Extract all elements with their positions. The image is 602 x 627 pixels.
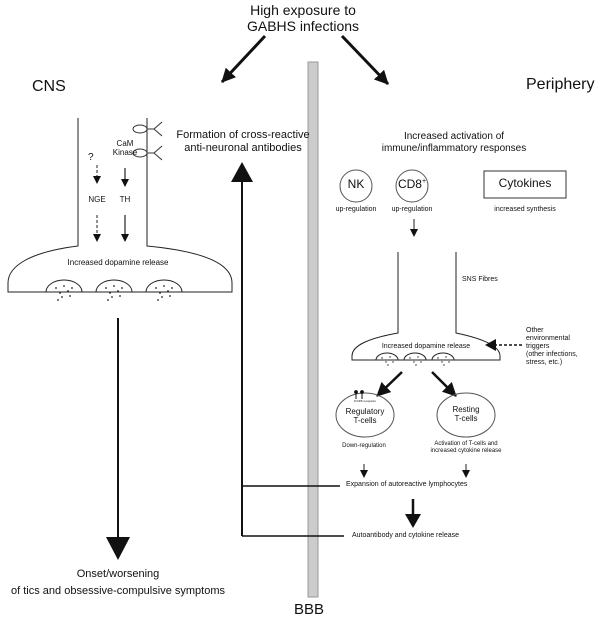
regulatory-label-line-1: Regulatory [345, 407, 385, 416]
cd8-label-text: CD8 [397, 177, 422, 191]
periphery-label: Periphery [526, 76, 595, 93]
receptor-label: D1/D5 receptors [354, 399, 376, 403]
bbb-label: BBB [294, 601, 325, 618]
cd8-label: CD8+ [397, 177, 427, 192]
regulatory-sublabel: Down-regulation [342, 443, 386, 449]
resting-sublabel: Activation of T-cells and increased cyto… [430, 441, 501, 455]
env-triggers-line-4: (other infections, [526, 351, 578, 359]
resting-tcell [436, 392, 496, 438]
cd8-sublabel: up-regulation [391, 206, 433, 213]
cytokines-sublabel: increased synthesis [494, 206, 556, 213]
antibody-formation: Formation of cross-reactive anti-neurona… [176, 129, 309, 154]
arrowhead-cns-outcome [106, 537, 130, 560]
antibody-formation-line-2: anti-neuronal antibodies [184, 141, 302, 154]
top-title: High exposure to GABHS infections [247, 2, 359, 34]
arrow-to-periphery [340, 34, 390, 86]
cd8-cell [395, 169, 429, 203]
resting-label: Resting T-cells [452, 405, 479, 423]
env-triggers: Other environmental triggers (other infe… [526, 327, 578, 367]
antibody-formation-line-1: Formation of cross-reactive [176, 129, 310, 141]
nk-cell [339, 169, 373, 203]
top-title-line-1: High exposure to [250, 2, 356, 18]
env-triggers-line-2: environmental [526, 335, 570, 343]
immune-activation-line-2: immune/inflammatory responses [381, 142, 527, 154]
resting-sublabel-line-2: increased cytokine release [430, 447, 502, 454]
cns-outcome-line-2: of tics and obsessive-compulsive symptom… [11, 585, 225, 598]
th-label: TH [119, 195, 131, 204]
cns-label: CNS [32, 78, 66, 95]
env-triggers-line-1: Other [526, 327, 544, 334]
nge-label: NGE [88, 195, 106, 204]
regulatory-tcell [335, 392, 395, 438]
camk-label-line-1: CaM [116, 139, 134, 148]
immune-activation: Increased activation of immune/inflammat… [382, 131, 527, 154]
nk-label: NK [347, 177, 365, 191]
arrowhead-env-triggers [485, 339, 496, 351]
cns-dopamine-release: Increased dopamine release [67, 258, 169, 267]
camk-label: CaM Kinase [113, 139, 137, 157]
camk-label-line-2: Kinase [112, 148, 138, 158]
expansion-label: Expansion of autoreactive lymphocytes [346, 481, 468, 488]
arrowhead-up-antibodies [231, 162, 253, 182]
autoantibody-label: Autoantibody and cytokine release [352, 532, 460, 539]
nk-sublabel: up-regulation [335, 206, 377, 213]
top-title-line-2: GABHS infections [246, 18, 360, 35]
cns-outcome-line-1: Onset/worsening [76, 568, 160, 580]
sns-vesicles [375, 352, 455, 361]
receptor-icon [354, 390, 364, 399]
cytokines-label: Cytokines [498, 176, 552, 190]
resting-label-line-2: T-cells [454, 414, 478, 424]
cns-vesicle-dots [55, 285, 173, 301]
regulatory-label-line-2: T-cells [353, 416, 377, 426]
arrowhead-expansion-autoantibody [405, 514, 421, 528]
sns-fibres-label: SNS Fibres [462, 276, 498, 283]
cd8-label-sup: + [421, 178, 427, 185]
cns-neuron-terminal [7, 118, 233, 293]
unknown-marker: ? [88, 152, 94, 163]
sns-vesicle-dots [381, 356, 450, 366]
env-triggers-line-3: triggers [526, 343, 550, 351]
sns-dopamine-release: Increased dopamine release [381, 343, 471, 350]
resting-sublabel-line-1: Activation of T-cells and [434, 441, 498, 447]
resting-label-line-1: Resting [452, 405, 480, 414]
env-triggers-line-5: stress, etc.) [526, 359, 563, 367]
regulatory-label: Regulatory T-cells [346, 407, 385, 425]
immune-activation-line-1: Increased activation of [403, 131, 505, 142]
arrow-to-regulatory [376, 371, 403, 397]
arrow-to-cns [220, 34, 267, 84]
antibody-icons [132, 121, 163, 161]
cns-outcome: Onset/worsening of tics and obsessive-co… [11, 566, 225, 600]
cns-vesicles [45, 279, 183, 293]
arrow-to-resting [431, 371, 457, 397]
bbb-barrier [307, 61, 319, 598]
cytokines-box [483, 170, 567, 199]
